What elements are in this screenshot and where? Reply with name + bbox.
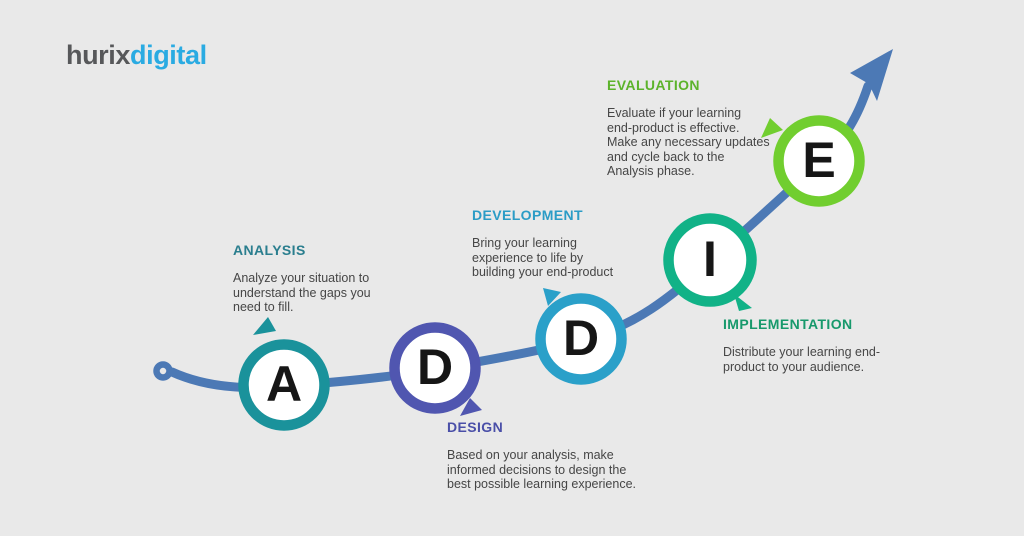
label-design: DESIGN Based on your analysis, make info… xyxy=(447,419,637,492)
implementation-title: IMPLEMENTATION xyxy=(723,316,853,332)
flow-start-ring-icon xyxy=(153,361,173,381)
design-description: Based on your analysis, make informed de… xyxy=(447,448,637,492)
circle-design xyxy=(389,322,481,414)
logo-hurix-text: hurix xyxy=(66,40,131,70)
label-analysis: ANALYSIS Analyze your situation to under… xyxy=(233,242,371,315)
development-title: DEVELOPMENT xyxy=(472,207,583,223)
design-title: DESIGN xyxy=(447,419,504,435)
letter-development: D xyxy=(562,310,600,366)
direction-tick-evaluation-icon xyxy=(761,118,783,138)
letter-implementation: I xyxy=(703,231,717,287)
evaluation-title: EVALUATION xyxy=(607,77,700,93)
flow-arrowhead-icon xyxy=(850,49,893,101)
direction-tick-analysis-icon xyxy=(253,317,276,335)
circle-implementation xyxy=(663,213,757,307)
label-evaluation: EVALUATION Evaluate if your learning end… xyxy=(607,77,770,179)
implementation-description: Distribute your learning end- product to… xyxy=(723,345,881,374)
circle-development xyxy=(535,293,627,385)
circle-evaluation xyxy=(773,115,865,207)
circle-analysis xyxy=(238,339,330,431)
letter-evaluation: E xyxy=(802,132,836,188)
direction-tick-development-icon xyxy=(543,288,561,306)
direction-tick-design-icon xyxy=(460,398,482,416)
development-description: Bring your learning experience to life b… xyxy=(472,236,614,280)
analysis-title: ANALYSIS xyxy=(233,242,306,258)
evaluation-description: Evaluate if your learning end-product is… xyxy=(607,106,770,179)
label-development: DEVELOPMENT Bring your learning experien… xyxy=(472,207,614,280)
hurix-digital-logo: hurixdigital xyxy=(66,40,207,71)
label-implementation: IMPLEMENTATION Distribute your learning … xyxy=(723,316,881,374)
analysis-description: Analyze your situation to understand the… xyxy=(233,271,371,315)
direction-tick-implementation-icon xyxy=(734,294,752,311)
letter-design: D xyxy=(416,339,454,395)
logo-digital-text: digital xyxy=(130,40,207,70)
letter-analysis: A xyxy=(265,356,303,412)
